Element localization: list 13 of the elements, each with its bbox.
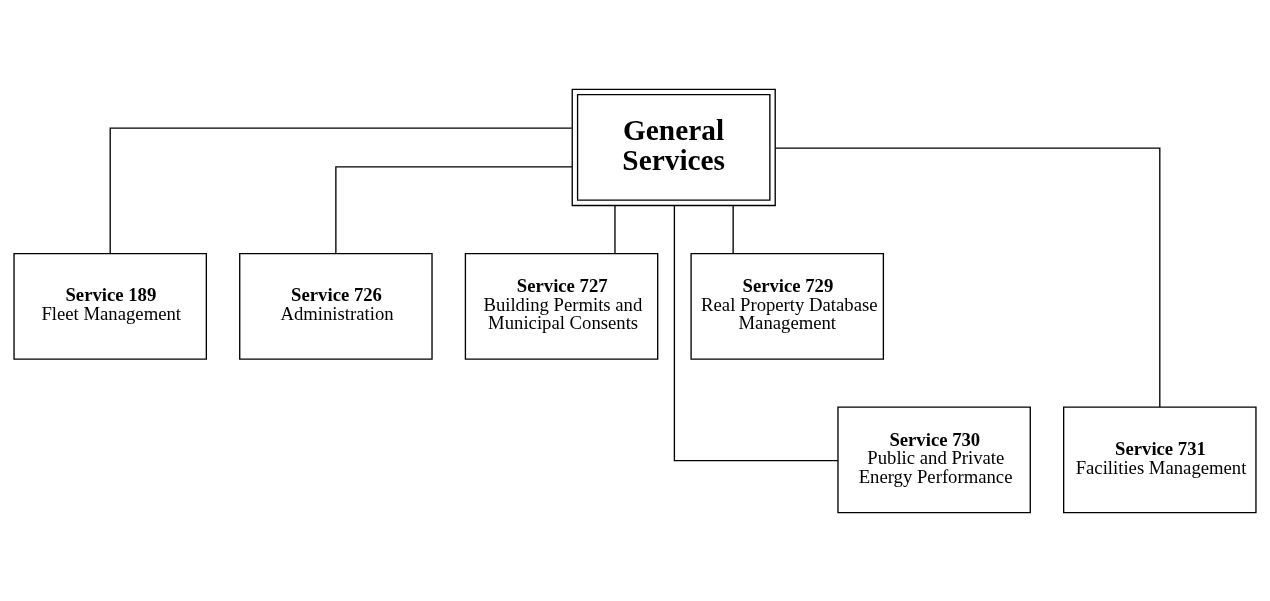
node-box: Service 731 Facilities Management	[1063, 406, 1257, 513]
connector	[335, 165, 573, 254]
connector	[109, 126, 573, 254]
node-box: Service 729 Real Property Database Management	[690, 252, 885, 360]
node-box: Service 730 Public and Private Energy Performance	[837, 406, 1031, 513]
connector	[774, 146, 1161, 408]
node-box: Service 189 Fleet Management	[13, 252, 207, 360]
node-box: Service 726 Administration	[239, 252, 433, 360]
node-box: General Services	[571, 88, 776, 206]
connector	[732, 204, 734, 254]
node-box: Service 727 Building Permits and Municipal Consents	[464, 252, 659, 360]
connector	[614, 204, 616, 254]
connector	[673, 204, 839, 461]
